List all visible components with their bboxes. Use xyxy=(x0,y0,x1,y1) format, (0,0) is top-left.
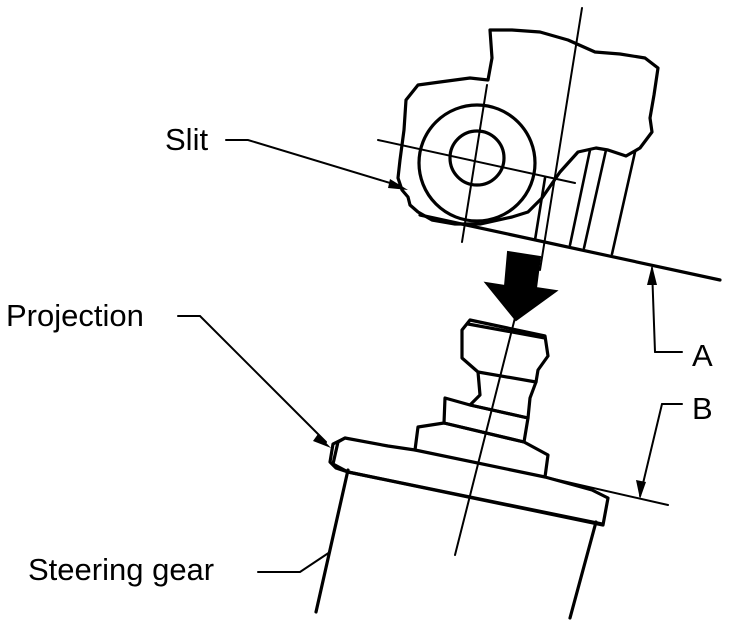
dimension-b-arrowhead xyxy=(636,480,646,499)
yoke-fork-line-3 xyxy=(610,150,637,256)
projection-label: Projection xyxy=(6,298,144,333)
yoke-inner-line xyxy=(533,176,547,242)
pinion-collar xyxy=(442,396,530,444)
bolt-outer-circle xyxy=(417,103,537,223)
slit-leader-arrowhead xyxy=(388,179,408,190)
shaft-centerline-lower xyxy=(454,297,521,556)
dimension-b: B xyxy=(544,391,713,506)
dimension-b-extension xyxy=(544,476,669,506)
dimension-b-label: B xyxy=(692,391,713,426)
gear-housing-left-wall xyxy=(314,468,350,614)
gear-housing-right-wall xyxy=(568,520,598,620)
projection-leader-arrowhead xyxy=(313,434,331,448)
steering-gear-label: Steering gear xyxy=(28,552,214,587)
shaft-centerline-upper xyxy=(539,7,583,271)
dimension-a-arrowhead xyxy=(647,265,657,285)
pinion-head-top-edge xyxy=(466,322,547,340)
gear-housing-flange-lower-edge xyxy=(346,470,604,526)
yoke-fork-line-1 xyxy=(568,148,592,247)
steering-gear-leader xyxy=(257,551,331,573)
slit-leader xyxy=(225,139,401,187)
steering-gear-callout: Steering gear xyxy=(28,551,331,587)
projection-leader xyxy=(177,315,327,443)
bolt-centerline-v xyxy=(461,84,488,243)
insert-direction-arrow xyxy=(483,250,559,322)
steering-gear xyxy=(314,297,610,620)
dimension-b-line xyxy=(639,403,663,497)
slit-callout: Slit xyxy=(165,122,408,190)
bolt-centerline-h xyxy=(377,139,576,184)
slit-label: Slit xyxy=(165,122,208,157)
projection-callout: Projection xyxy=(6,298,331,448)
bolt-inner-circle xyxy=(448,129,506,187)
yoke-bottom-face xyxy=(418,213,722,282)
joint-yoke xyxy=(377,7,722,282)
dimension-a: A xyxy=(647,265,713,373)
dimension-a-label: A xyxy=(692,338,713,373)
yoke-outline xyxy=(396,28,660,226)
projection-lug xyxy=(328,436,350,474)
yoke-fork-line-2 xyxy=(582,148,608,250)
